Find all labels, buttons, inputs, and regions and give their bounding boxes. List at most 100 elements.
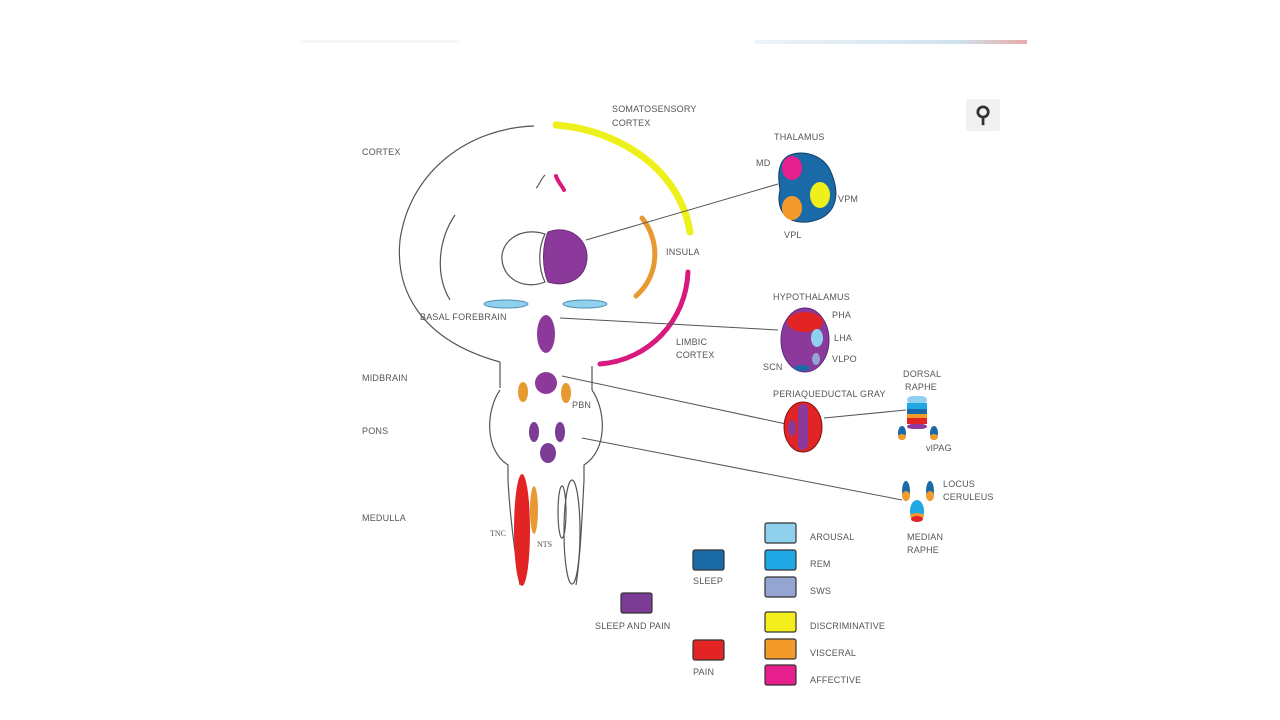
legend-label-pain: PAIN xyxy=(693,667,714,677)
legend-swatch-rem xyxy=(764,549,797,571)
label-limbic-2: CORTEX xyxy=(676,350,715,360)
label-tnc: TNC xyxy=(490,529,506,538)
label-cortex: CORTEX xyxy=(362,147,401,157)
legend-label-discriminative: DISCRIMINATIVE xyxy=(810,621,885,631)
label-vlpag: vlPAG xyxy=(926,443,952,453)
somatosensory-cortex-arc xyxy=(552,121,694,236)
legend-label-sws: SWS xyxy=(810,586,831,596)
connector-lines xyxy=(559,183,907,501)
pag-raphe-connector xyxy=(823,409,907,419)
legend-swatch-sleep-and-pain xyxy=(620,592,653,614)
label-pha: PHA xyxy=(832,310,851,320)
thalamus-nucleus xyxy=(543,229,588,285)
locus-coeruleus-right-lower xyxy=(926,491,934,501)
hypothalamus-detail xyxy=(780,307,830,373)
label-limbic-1: LIMBIC xyxy=(676,337,708,347)
basal-forebrain-right xyxy=(562,299,608,309)
hypothalamus-nucleus xyxy=(537,315,555,353)
female-symbol-icon[interactable]: ⚲ xyxy=(966,99,1000,131)
dorsal-raphe-band-visceral xyxy=(907,414,927,418)
locus-coeruleus-right xyxy=(555,422,565,442)
legend-label-sleep-and-pain: SLEEP AND PAIN xyxy=(595,621,671,631)
thalamus-md xyxy=(782,156,802,180)
thalamus-vpm xyxy=(810,182,830,208)
pag-detail xyxy=(783,401,823,453)
label-nts: NTS xyxy=(537,540,552,549)
thalamus-left-hemisphere xyxy=(501,231,546,286)
dorsal-raphe-band-sleep-pain xyxy=(907,424,927,429)
dorsal-raphe-band-rem xyxy=(907,403,927,409)
vlpag-left-lower xyxy=(898,434,906,440)
thalamus-vpl xyxy=(782,196,802,220)
tnc-nucleus xyxy=(514,474,530,586)
label-basal-forebrain: BASAL FOREBRAIN xyxy=(420,312,507,322)
nts-nucleus xyxy=(530,486,538,534)
cortex-outer-arc xyxy=(398,125,535,363)
thalamus-detail xyxy=(778,152,837,223)
hypothalamus-pha xyxy=(787,312,823,332)
label-md: MD xyxy=(756,158,771,168)
label-lha: LHA xyxy=(834,333,852,343)
label-vpm: VPM xyxy=(838,194,858,204)
label-hypothalamus: HYPOTHALAMUS xyxy=(773,292,850,302)
pons-connector xyxy=(581,437,903,501)
legend-swatch-sws xyxy=(764,576,797,598)
pyramid-outline-1 xyxy=(563,479,581,585)
hypothalamus-lha xyxy=(811,329,823,347)
pag-center-column xyxy=(798,404,808,450)
legend-swatch-discriminative xyxy=(764,611,797,633)
label-vlpo: VLPO xyxy=(832,354,857,364)
affective-small-arc xyxy=(554,174,566,192)
hypothalamus-scn xyxy=(794,365,810,371)
label-median-raphe-2: RAPHE xyxy=(907,545,939,555)
top-edge-strip-right xyxy=(755,40,1027,44)
basal-forebrain-left xyxy=(483,299,529,309)
pbn-right xyxy=(561,383,571,403)
cortex-inner-arc xyxy=(439,214,456,301)
pyramid-outline-2 xyxy=(557,485,567,539)
pons-outline xyxy=(489,389,603,480)
label-vpl: VPL xyxy=(784,230,802,240)
legend-label-sleep: SLEEP xyxy=(693,576,723,586)
dorsal-raphe-band-arousal xyxy=(907,396,927,404)
label-insula: INSULA xyxy=(666,247,700,257)
top-edge-strip-left xyxy=(300,40,460,43)
pbn-left xyxy=(518,382,528,402)
median-raphe-lower-pain xyxy=(911,516,923,522)
legend-swatch-pain xyxy=(692,639,725,661)
legend-label-visceral: VISCERAL xyxy=(810,648,856,658)
legend-swatch-sleep xyxy=(692,549,725,571)
legend-swatch-visceral xyxy=(764,638,797,660)
limbic-cortex-arc xyxy=(597,269,691,367)
small-arc xyxy=(535,174,546,189)
dorsal-raphe-band-pain xyxy=(907,418,927,424)
label-medulla: MEDULLA xyxy=(362,513,406,523)
label-periaqueductal-gray: PERIAQUEDUCTAL GRAY xyxy=(773,389,886,399)
vlpag-right-lower xyxy=(930,434,938,440)
label-locus-coeruleus-1: LOCUS xyxy=(943,479,975,489)
pag-sub-left xyxy=(788,420,796,436)
label-pbn: PBN xyxy=(572,400,591,410)
label-dorsal-raphe-2: RAPHE xyxy=(905,382,937,392)
brain-outline xyxy=(398,125,603,586)
legend-swatch-affective xyxy=(764,664,797,686)
dorsal-raphe-detail xyxy=(898,396,938,440)
label-dorsal-raphe-1: DORSAL xyxy=(903,369,941,379)
label-pons: PONS xyxy=(362,426,388,436)
label-median-raphe-1: MEDIAN xyxy=(907,532,943,542)
locus-coeruleus-left xyxy=(529,422,539,442)
dorsal-raphe-band-sleep xyxy=(907,409,927,414)
legend-swatch-arousal xyxy=(764,522,797,544)
legend-label-rem: REM xyxy=(810,559,831,569)
pag-connector xyxy=(561,375,787,425)
locus-coeruleus-left-lower xyxy=(902,491,910,501)
lc-mr-detail xyxy=(902,481,934,522)
thalamus-connector xyxy=(585,183,779,241)
legend-label-affective: AFFECTIVE xyxy=(810,675,861,685)
hypothalamus-connector xyxy=(559,317,779,331)
hypothalamus-vlpo xyxy=(812,353,820,365)
label-midbrain: MIDBRAIN xyxy=(362,373,408,383)
label-thalamus: THALAMUS xyxy=(774,132,825,142)
